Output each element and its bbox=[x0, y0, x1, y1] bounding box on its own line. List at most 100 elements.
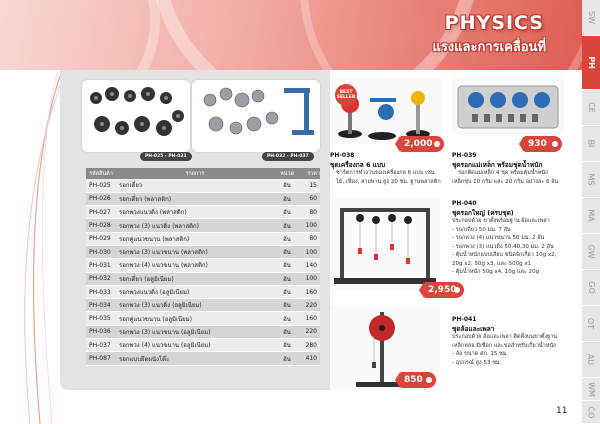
table-cell: รอกคู่แนวขนาน (อลูมิเนียม) bbox=[116, 311, 274, 326]
table-cell: 60 bbox=[300, 192, 320, 207]
table-cell: อัน bbox=[274, 245, 300, 260]
column-header: รหัสสินค้า bbox=[86, 168, 116, 179]
table-cell: รอกพวง (3) แนวขนาน (พลาสติก) bbox=[116, 245, 274, 260]
section-title-th: แรงและการเคลื่อนที่ bbox=[432, 40, 546, 55]
table-cell: 410 bbox=[300, 351, 320, 366]
price-tag: 850 bbox=[395, 372, 436, 388]
tab-sw[interactable]: SW bbox=[582, 0, 600, 36]
table-cell: อัน bbox=[274, 298, 300, 313]
table-cell: PH-027 bbox=[86, 205, 116, 220]
table-cell: 280 bbox=[300, 338, 320, 353]
product-description: ประกอบด้วย ล้อและเพลา ติดตั้งบนขาตั้งฐาน… bbox=[452, 334, 558, 366]
table-cell: 100 bbox=[300, 272, 320, 286]
tab-ot[interactable]: OT bbox=[582, 306, 600, 342]
table-cell: รอกพวงแนวดิ่ง (อลูมิเนียม) bbox=[116, 285, 274, 300]
table-cell: PH-025 bbox=[86, 179, 116, 193]
tab-ma[interactable]: MA bbox=[582, 198, 600, 234]
product-name: ชุดรอกแม่เหล็ก พร้อมชุดน้ำหนัก bbox=[452, 161, 543, 169]
table-cell: รอกเดี่ยว (อลูมิเนียม) bbox=[116, 272, 274, 286]
table-cell: 100 bbox=[300, 218, 320, 233]
product-code: PH-041 bbox=[452, 316, 477, 323]
table-cell: อัน bbox=[274, 258, 300, 273]
product-code: PH-039 bbox=[452, 152, 477, 159]
tab-au[interactable]: AU bbox=[582, 342, 600, 378]
category-tabs: SW PH CE BI MS MA GW GO OT AU WM CO bbox=[582, 0, 600, 424]
table-cell: PH-037 bbox=[86, 338, 116, 353]
table-cell: รอกพวงแนวดิ่ง (พลาสติก) bbox=[116, 205, 274, 220]
decorative-lines bbox=[24, 70, 67, 424]
table-cell: อัน bbox=[274, 338, 300, 353]
table-cell: 220 bbox=[300, 325, 320, 340]
tab-bi[interactable]: BI bbox=[582, 126, 600, 162]
tab-wm[interactable]: WM bbox=[582, 378, 600, 401]
table-cell: รอกพวง (3) แนวขนาน (อลูมิเนียม) bbox=[116, 325, 274, 340]
product-description: ชาร์ตการทำงานของเครื่องกล 6 แบบ เช่น ไม้… bbox=[336, 170, 441, 185]
tag-hole-icon bbox=[552, 141, 558, 147]
table-cell: PH-026 bbox=[86, 192, 116, 207]
table-cell: รอกแบบยึดผนังโต๊ะ bbox=[116, 351, 274, 366]
table-cell: รอกเดี่ยว (พลาสติก) bbox=[116, 192, 274, 207]
table-cell: อัน bbox=[274, 351, 300, 366]
price-tag: 930 bbox=[519, 136, 562, 152]
table-cell: PH-032 bbox=[86, 272, 116, 286]
aluminium-pulleys-image bbox=[192, 80, 320, 152]
table-cell: PH-029 bbox=[86, 232, 116, 246]
table-cell: PH-031 bbox=[86, 258, 116, 273]
table-cell: PH-035 bbox=[86, 311, 116, 326]
plastic-pulleys-image bbox=[82, 80, 190, 152]
table-cell: PH-034 bbox=[86, 298, 116, 313]
table-cell: รอกพวง (4) แนวขนาน (อลูมิเนียม) bbox=[116, 338, 274, 353]
table-cell: อัน bbox=[274, 272, 300, 286]
page-header: PHYSICS แรงและการเคลื่อนที่ bbox=[0, 0, 582, 70]
table-cell: รอกพวง (4) แนวขนาน (พลาสติก) bbox=[116, 258, 274, 273]
header-swirl bbox=[300, 0, 582, 70]
product-description: ประกอบด้วย ขาตั้งพร้อมฐาน ผ้อและเพลา - ร… bbox=[452, 218, 557, 275]
tab-ms[interactable]: MS bbox=[582, 162, 600, 198]
table-cell: PH-028 bbox=[86, 218, 116, 233]
section-title-en: PHYSICS bbox=[444, 12, 544, 34]
table-cell: 220 bbox=[300, 298, 320, 313]
header-swirl bbox=[0, 0, 160, 70]
table-cell: 100 bbox=[300, 245, 320, 260]
table-cell: อัน bbox=[274, 218, 300, 233]
table-cell: 80 bbox=[300, 205, 320, 220]
tab-go[interactable]: GO bbox=[582, 270, 600, 306]
tag-hole-icon bbox=[426, 377, 432, 383]
tab-co[interactable]: CO bbox=[582, 401, 600, 424]
table-cell: รอกคู่แนวขนาน (พลาสติก) bbox=[116, 232, 274, 246]
table-cell: อัน bbox=[274, 192, 300, 207]
table-cell: อัน bbox=[274, 311, 300, 326]
table-cell: PH-030 bbox=[86, 245, 116, 260]
table-cell: อัน bbox=[274, 205, 300, 220]
image-label: PH-025 - PH-031 bbox=[140, 152, 192, 161]
product-code: PH-040 bbox=[452, 200, 477, 207]
column-header: รายการ bbox=[116, 168, 274, 179]
tab-ce[interactable]: CE bbox=[582, 90, 600, 126]
magnetic-pulley-icon bbox=[457, 85, 559, 129]
price-tag: 2,000 bbox=[395, 136, 444, 152]
table-cell: 140 bbox=[300, 258, 320, 273]
table-cell: 15 bbox=[300, 179, 320, 193]
pulley-icon bbox=[90, 87, 184, 136]
tab-ph[interactable]: PH bbox=[582, 36, 600, 90]
table-cell: PH-036 bbox=[86, 325, 116, 340]
table-cell: อัน bbox=[274, 179, 300, 193]
tag-hole-icon bbox=[434, 141, 440, 147]
wheel-axle-icon bbox=[356, 312, 408, 387]
column-header: ราคา bbox=[300, 168, 320, 179]
table-cell: 160 bbox=[300, 285, 320, 300]
tab-gw[interactable]: GW bbox=[582, 234, 600, 270]
product-name: ชุดล้อและเพลา bbox=[452, 325, 495, 333]
